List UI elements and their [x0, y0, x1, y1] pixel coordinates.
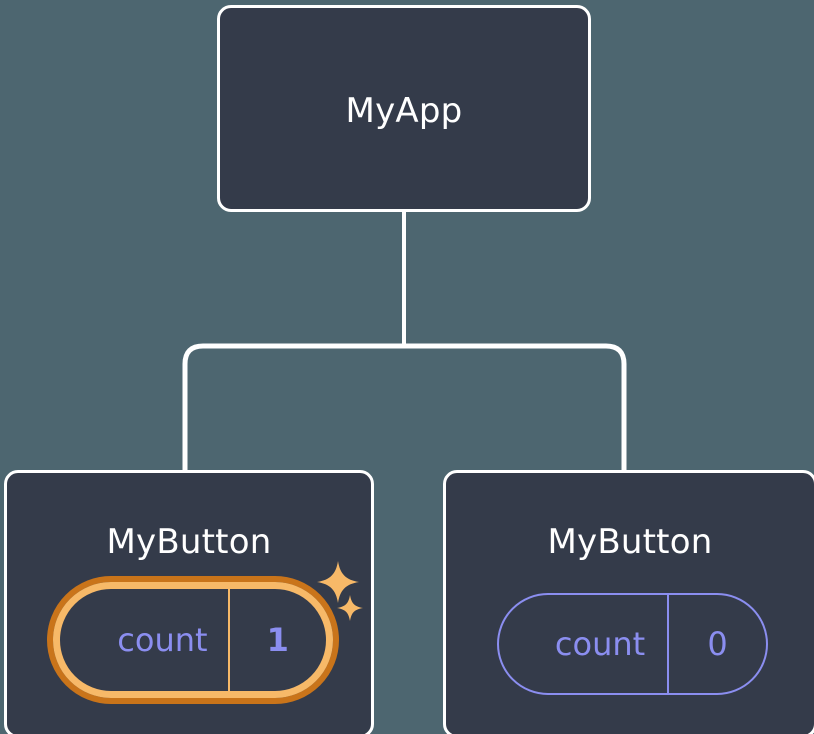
pill-content: count 1 [60, 589, 326, 691]
state-value-label: 0 [667, 595, 766, 693]
pill-glow-outer-ring [47, 576, 339, 704]
node-mybutton-left[interactable]: MyButton count 1 [4, 470, 374, 734]
node-mybutton-right-title: MyButton [547, 522, 713, 562]
node-myapp[interactable]: MyApp [217, 5, 591, 212]
node-mybutton-right[interactable]: MyButton count 0 [443, 470, 814, 734]
state-key-label: count [117, 621, 208, 659]
state-pill-plain[interactable]: count 0 [497, 593, 768, 695]
connector-branch-bar [182, 343, 627, 470]
state-key-label: count [554, 625, 646, 663]
state-value-label: 1 [227, 589, 326, 691]
node-myapp-title: MyApp [345, 91, 463, 131]
node-mybutton-left-title: MyButton [106, 522, 272, 562]
state-pill-highlighted[interactable]: count 1 [47, 576, 339, 704]
pill-glow-inner-ring [53, 582, 333, 698]
